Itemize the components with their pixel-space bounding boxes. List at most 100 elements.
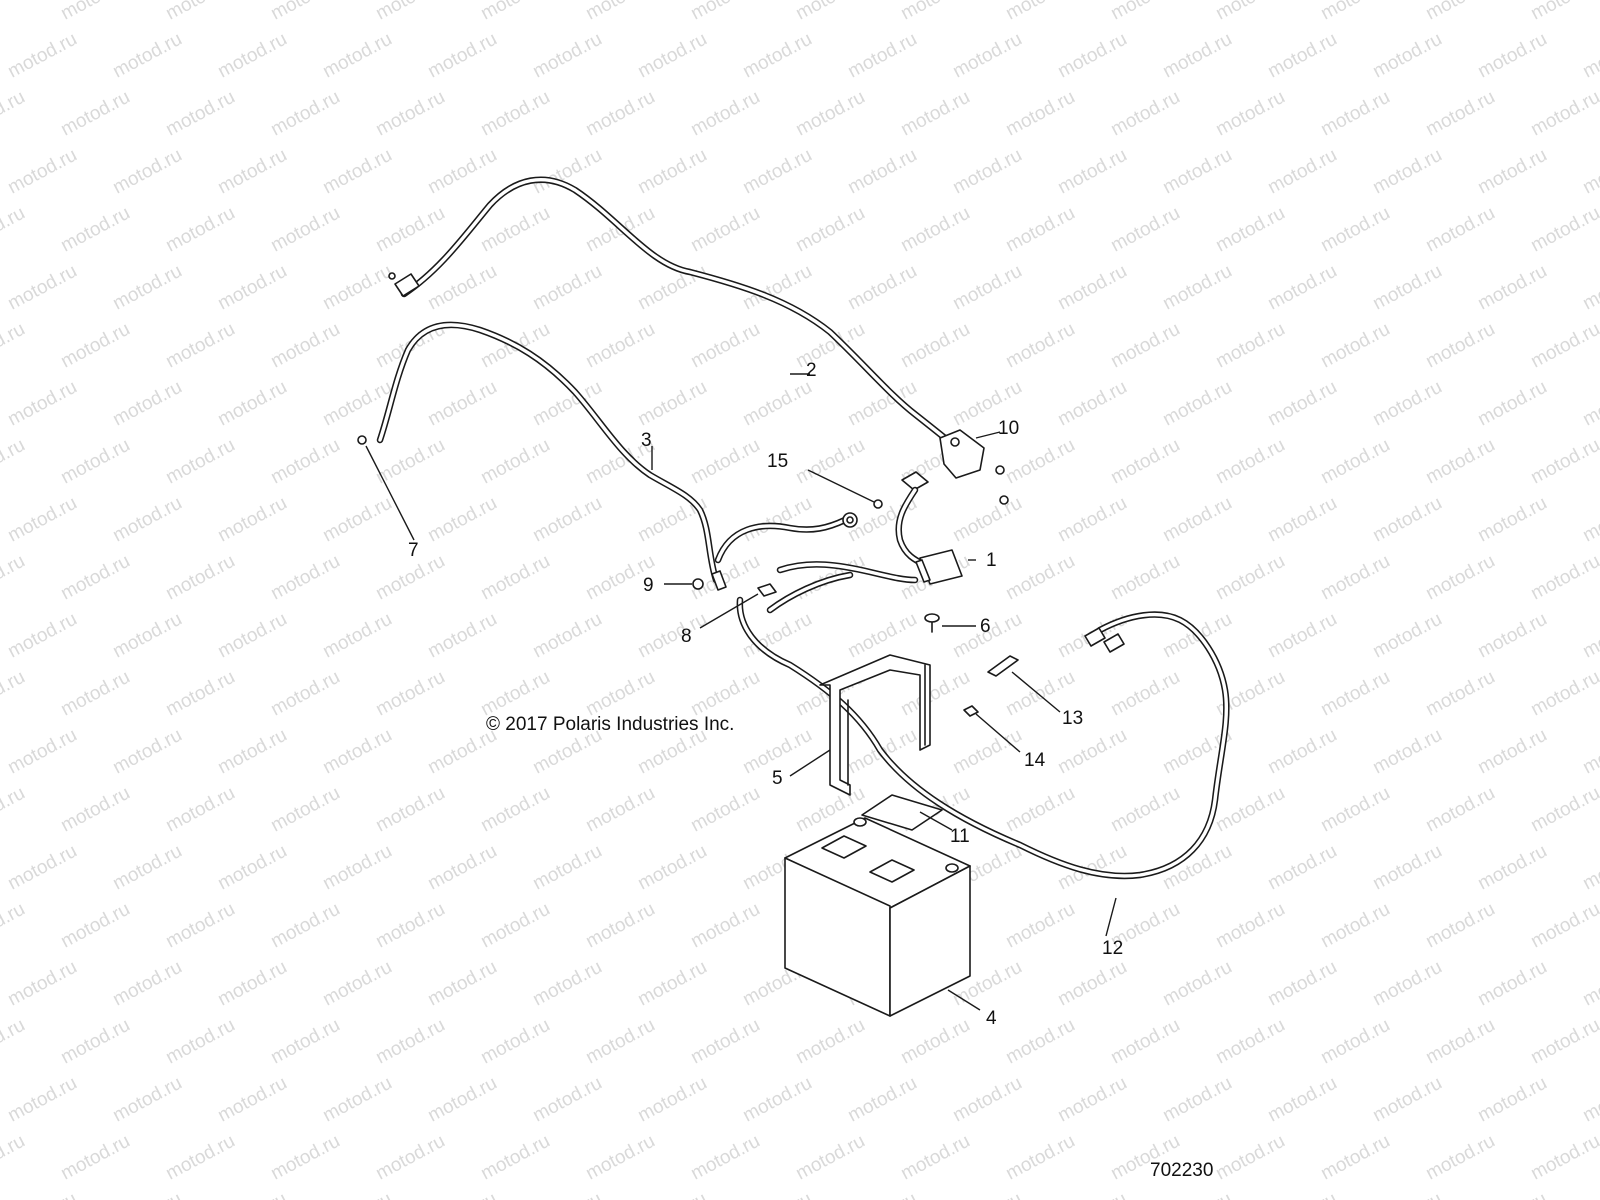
watermark-text: motod.ru — [1264, 609, 1340, 663]
watermark-text: motod.ru — [267, 899, 343, 953]
watermark-text: motod.ru — [424, 145, 500, 199]
watermark-text: motod.ru — [0, 783, 29, 837]
watermark-text: motod.ru — [1579, 609, 1600, 663]
watermark-text: motod.ru — [687, 667, 763, 721]
watermark-text: motod.ru — [529, 261, 605, 315]
watermark-text: motod.ru — [844, 261, 920, 315]
watermark-text: motod.ru — [214, 493, 290, 547]
watermark-text: motod.ru — [267, 435, 343, 489]
callout-2: 2 — [806, 360, 817, 381]
watermark-text: motod.ru — [1527, 551, 1600, 605]
watermark-text: motod.ru — [162, 435, 238, 489]
bolt-part-9 — [692, 578, 704, 590]
watermark-text: motod.ru — [1474, 841, 1550, 895]
watermark-text: motod.ru — [1422, 203, 1498, 257]
watermark-text: motod.ru — [109, 841, 185, 895]
watermark-text: motod.ru — [1107, 87, 1183, 141]
watermark-text: motod.ru — [1264, 145, 1340, 199]
watermark-text: motod.ru — [0, 551, 29, 605]
watermark-text: motod.ru — [0, 899, 29, 953]
watermark-text: motod.ru — [4, 261, 80, 315]
callout-7: 7 — [408, 540, 419, 561]
watermark-text: motod.ru — [477, 551, 553, 605]
watermark-text: motod.ru — [1264, 841, 1340, 895]
watermark-text: motod.ru — [162, 203, 238, 257]
watermark-text: motod.ru — [1002, 435, 1078, 489]
watermark-text: motod.ru — [529, 1073, 605, 1127]
watermark-text: motod.ru — [1212, 203, 1288, 257]
watermark-text: motod.ru — [4, 1189, 80, 1200]
watermark-text: motod.ru — [477, 1015, 553, 1069]
watermark-text: motod.ru — [4, 1073, 80, 1127]
watermark-text: motod.ru — [582, 899, 658, 953]
watermark-text: motod.ru — [319, 841, 395, 895]
watermark-text: motod.ru — [1317, 1015, 1393, 1069]
watermark-text: motod.ru — [1579, 1073, 1600, 1127]
watermark-text: motod.ru — [57, 87, 133, 141]
callout-9: 9 — [643, 575, 654, 596]
watermark-text: motod.ru — [1159, 1073, 1235, 1127]
watermark-text: motod.ru — [4, 377, 80, 431]
watermark-text: motod.ru — [372, 899, 448, 953]
watermark-text: motod.ru — [1369, 1073, 1445, 1127]
watermark-text: motod.ru — [267, 319, 343, 373]
watermark-text: motod.ru — [477, 783, 553, 837]
watermark-text: motod.ru — [319, 1073, 395, 1127]
watermark-text: motod.ru — [687, 1015, 763, 1069]
pad-part-13 — [987, 655, 1019, 677]
callout-14: 14 — [1024, 750, 1046, 771]
watermark-text: motod.ru — [162, 899, 238, 953]
watermark-text: motod.ru — [1264, 1189, 1340, 1200]
watermark-text: motod.ru — [687, 783, 763, 837]
watermark-text: motod.ru — [319, 1189, 395, 1200]
watermark-text: motod.ru — [424, 29, 500, 83]
watermark-text: motod.ru — [634, 145, 710, 199]
watermark-text: motod.ru — [687, 435, 763, 489]
watermark-text: motod.ru — [0, 667, 29, 721]
watermark-text: motod.ru — [739, 1189, 815, 1200]
watermark-text: motod.ru — [1317, 203, 1393, 257]
watermark-text: motod.ru — [1369, 493, 1445, 547]
watermark-text: motod.ru — [57, 319, 133, 373]
watermark-text: motod.ru — [1054, 261, 1130, 315]
watermark-text: motod.ru — [1369, 957, 1445, 1011]
watermark-text: motod.ru — [477, 667, 553, 721]
watermark-text: motod.ru — [162, 0, 238, 24]
watermark-text: motod.ru — [1422, 1015, 1498, 1069]
watermark-text: motod.ru — [1422, 783, 1498, 837]
watermark-text: motod.ru — [529, 145, 605, 199]
watermark-text: motod.ru — [1159, 1189, 1235, 1200]
watermark-text: motod.ru — [109, 261, 185, 315]
watermark-text: motod.ru — [1054, 957, 1130, 1011]
watermark-text: motod.ru — [1107, 667, 1183, 721]
watermark-text: motod.ru — [582, 667, 658, 721]
watermark-text: motod.ru — [477, 87, 553, 141]
watermark-text: motod.ru — [1422, 1131, 1498, 1185]
watermark-text: motod.ru — [424, 957, 500, 1011]
watermark-text: motod.ru — [634, 377, 710, 431]
watermark-text: motod.ru — [267, 87, 343, 141]
watermark-text: motod.ru — [319, 145, 395, 199]
watermark-text: motod.ru — [739, 145, 815, 199]
watermark-text: motod.ru — [897, 319, 973, 373]
watermark-text: motod.ru — [57, 0, 133, 24]
watermark-text: motod.ru — [949, 493, 1025, 547]
watermark-text: motod.ru — [0, 87, 29, 141]
watermark-text: motod.ru — [0, 1015, 29, 1069]
watermark-text: motod.ru — [687, 0, 763, 24]
watermark-text: motod.ru — [1002, 551, 1078, 605]
watermark-text: motod.ru — [1159, 377, 1235, 431]
watermark-text: motod.ru — [634, 841, 710, 895]
watermark-text: motod.ru — [897, 667, 973, 721]
watermark-text: motod.ru — [1159, 261, 1235, 315]
watermark-text: motod.ru — [1527, 899, 1600, 953]
watermark-text: motod.ru — [162, 667, 238, 721]
watermark-text: motod.ru — [372, 1131, 448, 1185]
watermark-text: motod.ru — [424, 841, 500, 895]
watermark-text: motod.ru — [792, 87, 868, 141]
watermark-text: motod.ru — [0, 1131, 29, 1185]
callout-15: 15 — [767, 451, 788, 472]
watermark-text: motod.ru — [1317, 87, 1393, 141]
watermark-text: motod.ru — [529, 29, 605, 83]
watermark-text: motod.ru — [1527, 667, 1600, 721]
